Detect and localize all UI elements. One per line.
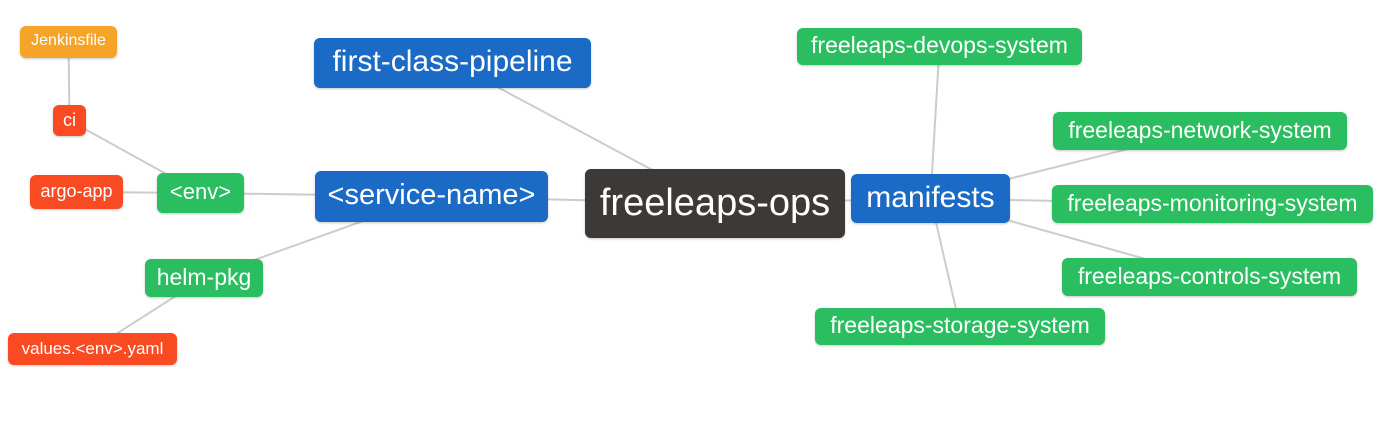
node-jenkinsfile[interactable]: Jenkinsfile xyxy=(20,26,117,58)
node-env[interactable]: <env> xyxy=(157,173,244,213)
node-label: <env> xyxy=(169,179,232,204)
node-label: freeleaps-monitoring-system xyxy=(1067,189,1358,216)
node-argo-app[interactable]: argo-app xyxy=(30,175,123,209)
node-devops-system[interactable]: freeleaps-devops-system xyxy=(797,28,1082,65)
node-label: freeleaps-devops-system xyxy=(811,32,1068,58)
node-network-system[interactable]: freeleaps-network-system xyxy=(1053,112,1347,150)
node-label: ci xyxy=(63,109,76,130)
node-label: first-class-pipeline xyxy=(332,45,573,78)
edge-manifests-devops-system xyxy=(929,46,941,199)
node-first-class-pipeline[interactable]: first-class-pipeline xyxy=(314,38,591,88)
node-label: helm-pkg xyxy=(156,263,252,290)
node-ci[interactable]: ci xyxy=(53,105,86,136)
node-label: Jenkinsfile xyxy=(31,32,106,49)
node-label: manifests xyxy=(866,180,995,214)
node-storage-system[interactable]: freeleaps-storage-system xyxy=(815,308,1105,345)
node-label: freeleaps-network-system xyxy=(1068,116,1332,143)
node-label: values.<env>.yaml xyxy=(21,338,164,358)
node-label: argo-app xyxy=(40,181,113,201)
node-service-name[interactable]: <service-name> xyxy=(315,171,548,222)
node-monitoring-system[interactable]: freeleaps-monitoring-system xyxy=(1052,185,1373,223)
node-manifests[interactable]: manifests xyxy=(851,174,1010,223)
node-freeleaps-ops[interactable]: freeleaps-ops xyxy=(585,169,845,238)
node-helm-pkg[interactable]: helm-pkg xyxy=(145,259,263,297)
node-label: freeleaps-storage-system xyxy=(830,312,1090,338)
node-label: freeleaps-ops xyxy=(599,181,831,224)
node-values-env-yaml[interactable]: values.<env>.yaml xyxy=(8,333,177,365)
node-label: <service-name> xyxy=(327,179,536,211)
node-label: freeleaps-controls-system xyxy=(1077,262,1342,289)
node-controls-system[interactable]: freeleaps-controls-system xyxy=(1062,258,1357,296)
